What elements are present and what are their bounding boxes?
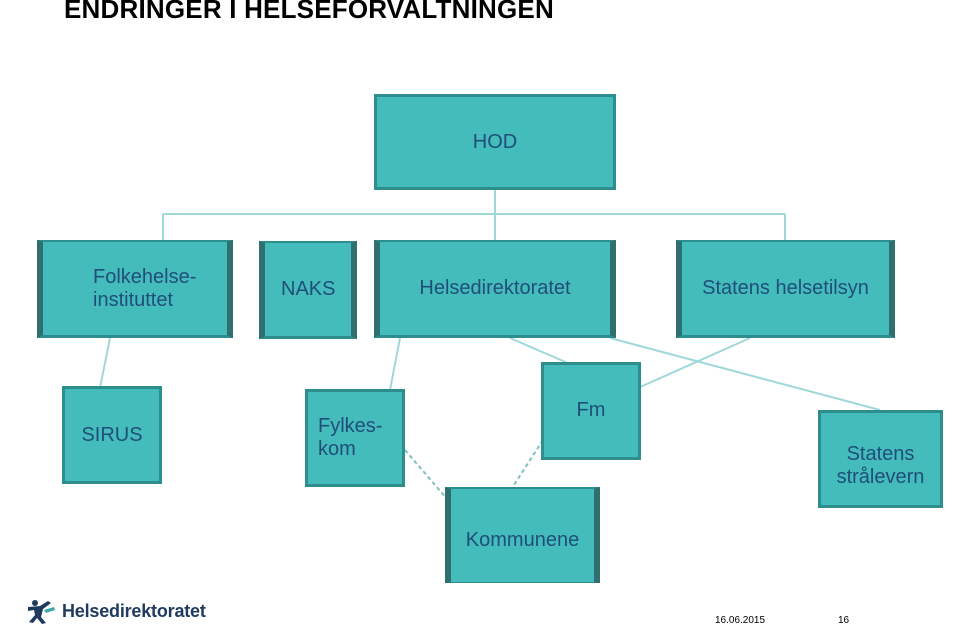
node-naks-label: NAKS [281,278,336,300]
helsedirektoratet-logo: Helsedirektoratet [26,598,206,624]
node-statens-helsetilsyn: Statens helsetilsyn [676,240,895,338]
page-title: ENDRINGER I HELSEFORVALTNINGEN [64,0,554,24]
footer-page-number: 16 [838,615,850,626]
node-fylkeskom-line1: Fylkes- [318,415,383,437]
node-naks: NAKS [259,241,357,339]
node-helsetilsyn-label: Statens helsetilsyn [702,277,869,299]
logo-figure-icon [28,600,55,624]
node-folkehelse-line2: instituttet [93,288,174,311]
node-fylkeskom-line2: kom [318,438,356,460]
connector-helsedir-straalevern [609,337,881,411]
node-statens-straalevern: Statens strålevern [818,410,943,508]
footer [0,583,960,628]
connector-fm-kommunene [511,439,544,489]
node-folkehelse-line1: Folkehelse- [93,265,197,288]
node-sirus-label: SIRUS [81,423,143,446]
node-fm: Fm [541,362,641,460]
node-straalevern-line1: Statens [846,443,915,465]
logo-text: Helsedirektoratet [62,600,206,621]
connector-fylkeskom-kommunene [404,449,449,501]
node-fm-label: Fm [576,399,606,421]
node-kommunene: Kommunene [445,487,600,585]
node-sirus: SIRUS [62,386,162,484]
node-hod: HOD [374,94,616,190]
node-folkehelseinstituttet: Folkehelse- instituttet [37,240,233,338]
connector-helsetilsyn-fm [637,337,751,389]
node-fylkeskom: Fylkes- kom [305,389,405,487]
node-helsedirektoratet-label: Helsedirektoratet [419,277,571,299]
connector-folkehelse-sirus [99,337,111,389]
node-hod-label: HOD [472,130,518,153]
node-straalevern-line2: strålevern [836,466,925,488]
connector-helsedir-fylkeskom [389,337,401,391]
node-kommunene-label: Kommunene [465,529,580,551]
footer-date: 16.06.2015 [715,615,766,626]
connector-helsedir-fm [509,337,571,365]
node-helsedirektoratet: Helsedirektoratet [374,240,616,338]
